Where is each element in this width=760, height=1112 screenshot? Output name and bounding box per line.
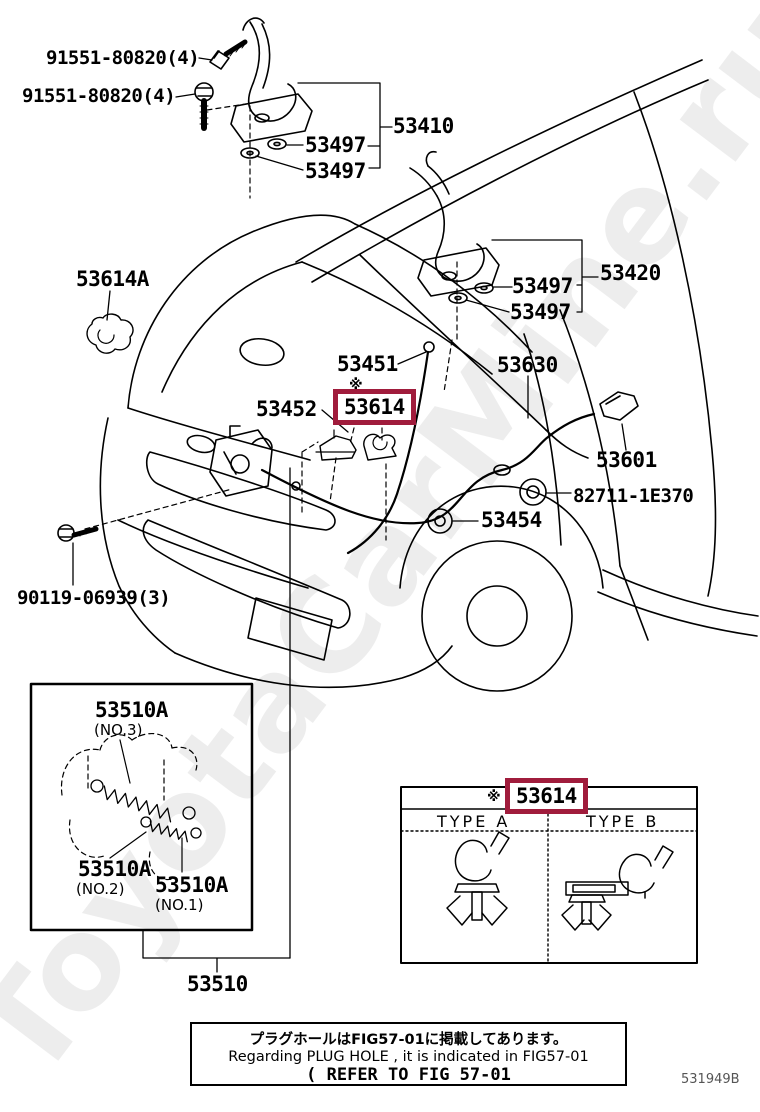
washer-icon [474, 282, 494, 294]
part-label-53510A-no1: 53510A [155, 873, 228, 897]
release-lever-drawing [599, 391, 639, 421]
type-a-header: TYPE A [437, 812, 511, 831]
bolt-icon [57, 524, 99, 542]
part-label-53510: 53510 [187, 972, 248, 996]
clip-type-a-drawing [446, 831, 510, 926]
note-line-english: Regarding PLUG HOLE , it is indicated in… [228, 1049, 589, 1065]
spring-inset-box [29, 682, 254, 932]
spring-icon [140, 816, 202, 843]
part-label-53454: 53454 [481, 508, 542, 532]
part-label-53497-r1: 53497 [512, 274, 573, 298]
part-label-53410: 53410 [393, 114, 454, 138]
part-label-53497-u1: 53497 [305, 133, 366, 157]
table-part-label-53614: 53614 [516, 784, 577, 808]
clip-type-b-drawing [561, 845, 674, 931]
inset-leader-lines [109, 739, 183, 873]
highlight-box-53614: 53614 [333, 389, 416, 425]
bolt-icon [209, 39, 248, 70]
part-label-91551-80820-lower: 91551-80820(4) [22, 85, 176, 107]
highlight-box-table-53614: 53614 [505, 778, 588, 814]
part-note-no1: (NO.1) [155, 896, 204, 914]
part-label-82711-1E370: 82711-1E370 [573, 485, 694, 507]
washer-icon [267, 138, 287, 150]
note-line-refer: ( REFER TO FIG 57-01 [306, 1065, 511, 1085]
part-label-53420: 53420 [600, 261, 661, 285]
hinge-upper-drawing [230, 17, 313, 159]
part-label-91551-80820-upper: 91551-80820(4) [46, 47, 200, 69]
clip-icon [86, 313, 134, 354]
part-note-no2: (NO.2) [76, 880, 125, 898]
washer-icon [448, 292, 468, 304]
grommet-icon [519, 478, 547, 506]
table-asterisk-ref-mark: ※ [487, 789, 501, 805]
support-rod-drawing [346, 341, 435, 555]
latch-ghost-outline [60, 732, 198, 881]
leader-lines [72, 57, 627, 973]
clip-icon [363, 433, 397, 461]
part-label-53452: 53452 [256, 397, 317, 421]
release-cable-drawing [260, 412, 596, 525]
part-note-no3: (NO.3) [94, 721, 143, 739]
hood-lock-drawing [209, 425, 273, 497]
car-outline [99, 59, 759, 692]
part-label-53451: 53451 [337, 352, 398, 376]
part-label-53601: 53601 [596, 448, 657, 472]
type-b-header: TYPE B [586, 812, 660, 831]
part-label-53510A-no2: 53510A [78, 857, 151, 881]
hinge-right-drawing [409, 150, 500, 304]
part-label-53497-r2: 53497 [510, 300, 571, 324]
part-label-53614: 53614 [344, 395, 405, 419]
clip-icon [315, 429, 357, 461]
part-label-53614A: 53614A [76, 267, 149, 291]
washer-icon [240, 147, 260, 159]
cushion-icon [427, 508, 453, 534]
doc-number: 531949B [681, 1072, 740, 1087]
note-line-japanese: プラグホールはFIG57-01に掲載してあります。 [249, 1032, 568, 1048]
dashed-lines [84, 103, 458, 541]
bolt-icon [194, 82, 214, 131]
part-label-90119-06939: 90119-06939(3) [17, 587, 171, 609]
part-label-53510A-no3: 53510A [95, 698, 168, 722]
part-label-53497-u2: 53497 [305, 159, 366, 183]
part-label-53630: 53630 [497, 353, 558, 377]
note-box: プラグホールはFIG57-01に掲載してあります。 Regarding PLUG… [190, 1022, 627, 1086]
spring-icon [90, 779, 196, 823]
